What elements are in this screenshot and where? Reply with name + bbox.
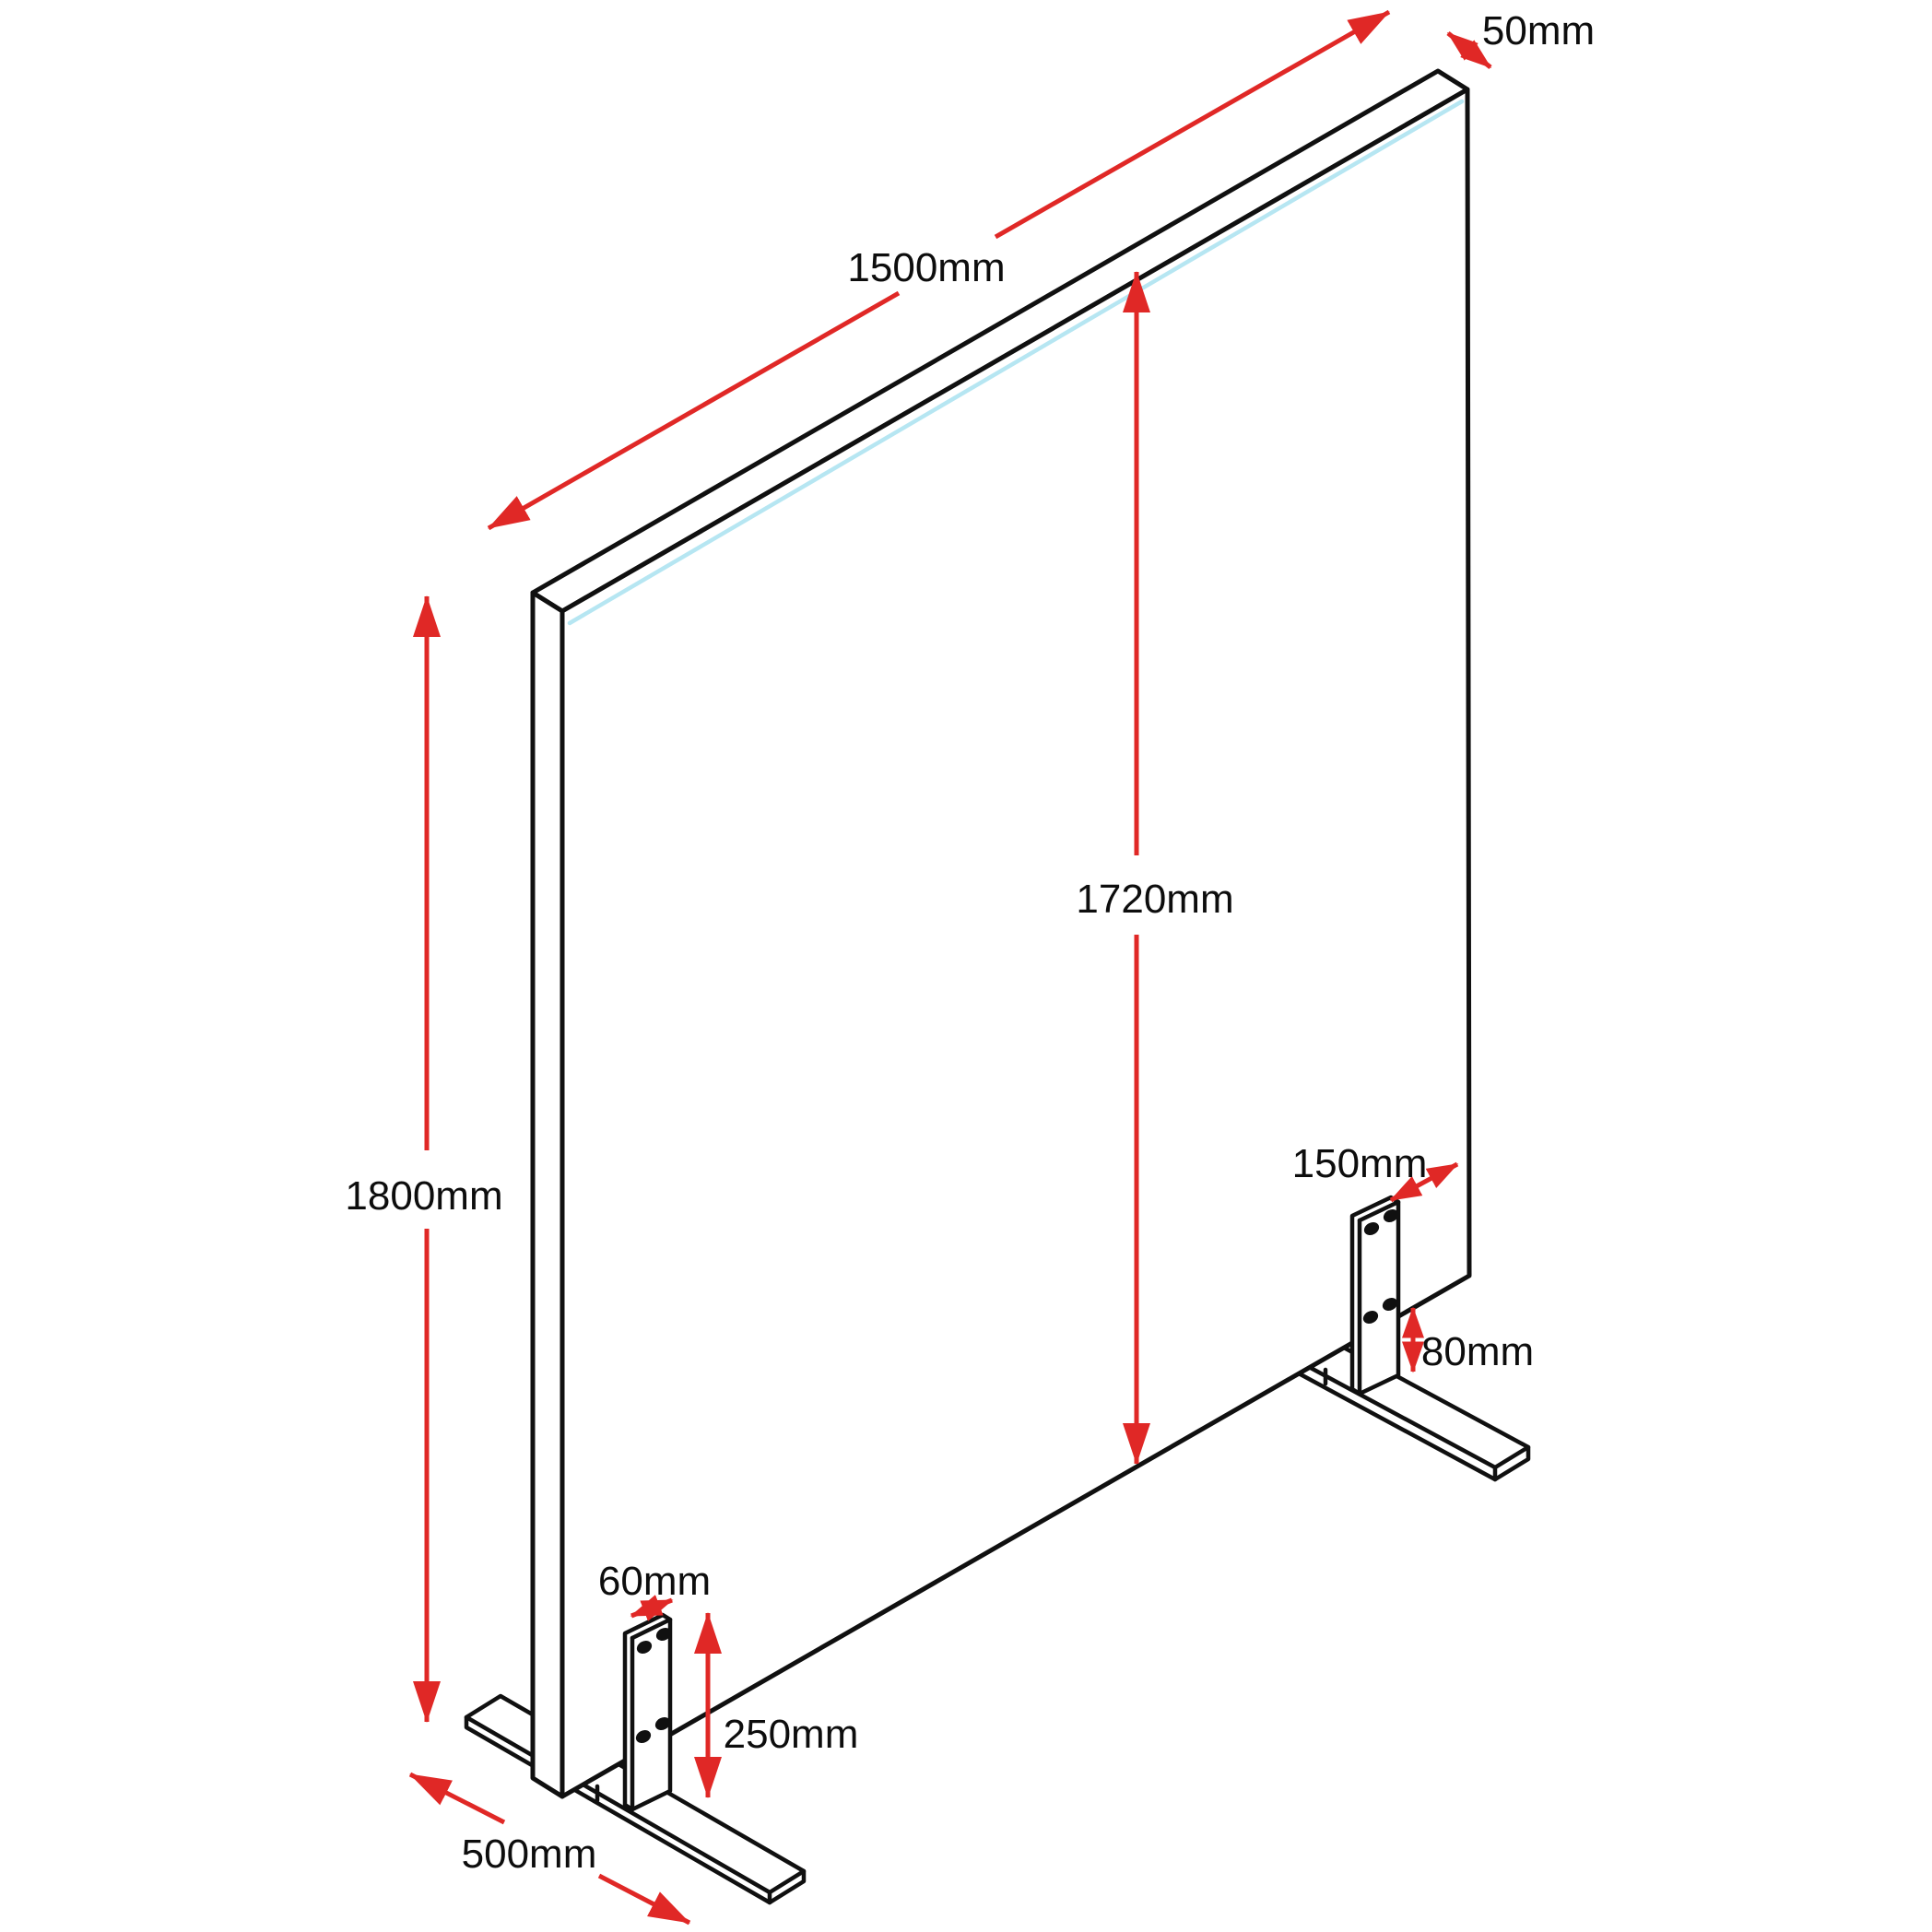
dimension-label-overall-height: 1800mm [345, 1173, 502, 1219]
dimension-labels: 1500mm 50mm 1720mm 1800mm 150mm 80mm 60m… [345, 8, 1595, 1877]
dimension-label-panel-thickness: 50mm [1482, 8, 1595, 53]
dimension-label-left-bracket-width: 60mm [598, 1559, 711, 1604]
foot-depth-dimension [408, 1772, 691, 1926]
dimension-label-right-bracket-width: 150mm [1292, 1141, 1428, 1186]
right-bracket-holes [1362, 1209, 1399, 1324]
right-foot-bracket [1349, 1195, 1401, 1396]
panel-top-edge-highlight [567, 99, 1465, 626]
panel-left-edge-face [530, 590, 565, 1799]
left-foot-bracket [622, 1612, 673, 1812]
partition-panel [530, 68, 1472, 1799]
panel-thickness-dimension [1446, 31, 1492, 69]
left-bracket-holes [635, 1628, 672, 1743]
dimension-label-ground-clearance: 80mm [1421, 1329, 1534, 1374]
right-bracket-width-dimension [1389, 1161, 1459, 1203]
dimension-label-foot-depth: 500mm [462, 1832, 597, 1877]
panel-width-dimension [487, 9, 1391, 531]
dimension-annotations [408, 9, 1492, 1926]
panel-front-face [560, 87, 1472, 1799]
dimension-label-panel-visible-height: 1720mm [1076, 877, 1233, 922]
dimension-label-panel-width: 1500mm [847, 245, 1005, 290]
left-bracket-width-dimension [630, 1595, 674, 1621]
dimension-label-bracket-height: 250mm [724, 1712, 859, 1757]
